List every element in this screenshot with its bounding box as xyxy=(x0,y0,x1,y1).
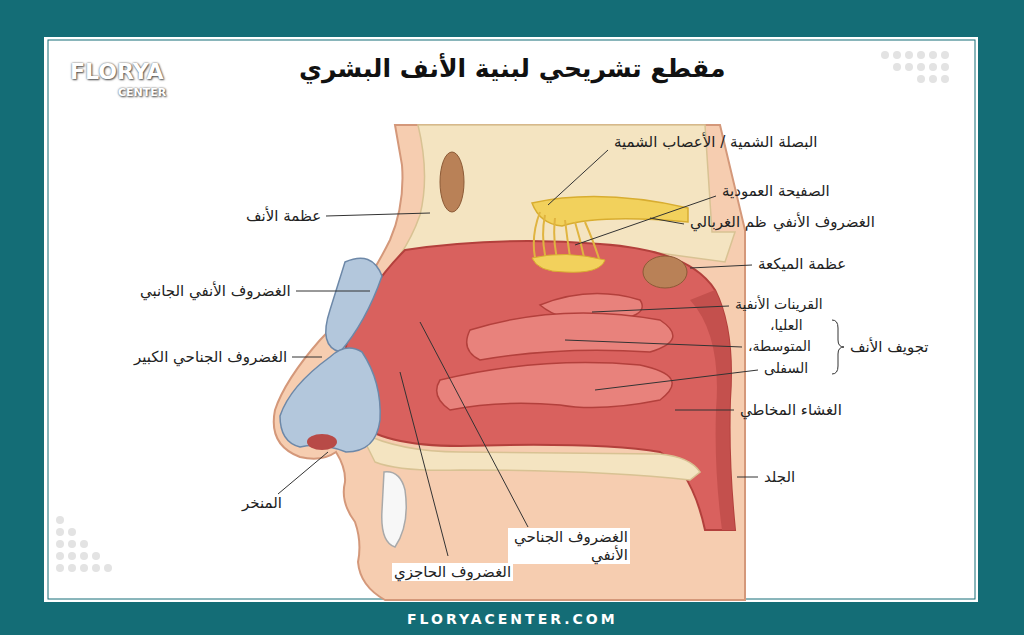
part-label: عظمة الميكعة xyxy=(756,255,848,273)
part-label: البصلة الشمية / الأعصاب الشمية xyxy=(612,133,820,151)
part-label: المتوسطة، xyxy=(746,338,813,355)
watermark-logo: FLORYA xyxy=(70,59,164,84)
part-label: الجلد xyxy=(762,468,797,486)
part-label: الغضروف الحاجزي xyxy=(392,563,513,581)
part-label: السفلى xyxy=(762,360,810,377)
watermark-logo: CENTER xyxy=(118,86,166,99)
part-label: ظم الغربالي xyxy=(688,213,769,231)
part-label: الغضروف الجناحي الكبير xyxy=(132,348,289,366)
part-label: الصفيحة العمودية xyxy=(720,182,832,200)
part-label: تجويف الأنف xyxy=(848,338,931,356)
part-label: القرينات الأنفية xyxy=(733,296,825,313)
title: مقطع تشريحي لبنية الأنف البشري xyxy=(299,54,725,83)
part-label: الغضروف الأنفي xyxy=(771,213,877,231)
part-label: الغشاء المخاطي xyxy=(738,401,844,419)
part-label: المنخر xyxy=(240,494,284,512)
part-label: الغضروف الجناحي الأنفي xyxy=(508,528,630,564)
part-label: عظمة الأنف xyxy=(244,207,323,225)
part-label: الغضروف الأنفي الجانبي xyxy=(138,282,293,300)
website-watermark: FLORYACENTER.COM xyxy=(407,611,618,627)
part-label: العليا، xyxy=(768,317,805,334)
